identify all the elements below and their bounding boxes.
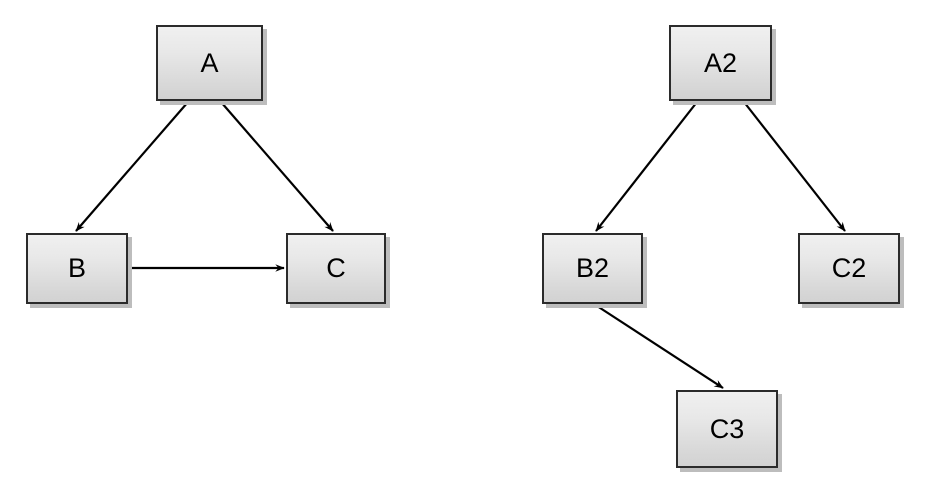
node-label-a: A [200, 47, 219, 78]
edge-a2-to-b2[interactable] [595, 101, 698, 232]
node-label-c2: C2 [831, 253, 867, 283]
node-a[interactable]: A [156, 25, 263, 101]
node-a2[interactable]: A2 [669, 25, 772, 101]
node-c[interactable]: C [286, 233, 386, 304]
node-label-b: B [67, 253, 86, 283]
edge-b2-to-c3[interactable] [593, 303, 724, 389]
edge-a-to-c[interactable] [220, 101, 334, 232]
node-label-a2: A2 [703, 47, 738, 78]
node-label-b2: B2 [575, 253, 610, 283]
node-label-c3: C3 [709, 413, 745, 444]
node-b[interactable]: B [26, 233, 128, 304]
node-c3[interactable]: C3 [676, 390, 778, 468]
node-c2[interactable]: C2 [798, 233, 900, 304]
edges-group [75, 101, 846, 389]
node-label-c: C [326, 253, 346, 283]
edge-a2-to-c2[interactable] [743, 101, 846, 232]
edge-a-to-b[interactable] [75, 101, 189, 232]
node-b2[interactable]: B2 [542, 233, 643, 304]
